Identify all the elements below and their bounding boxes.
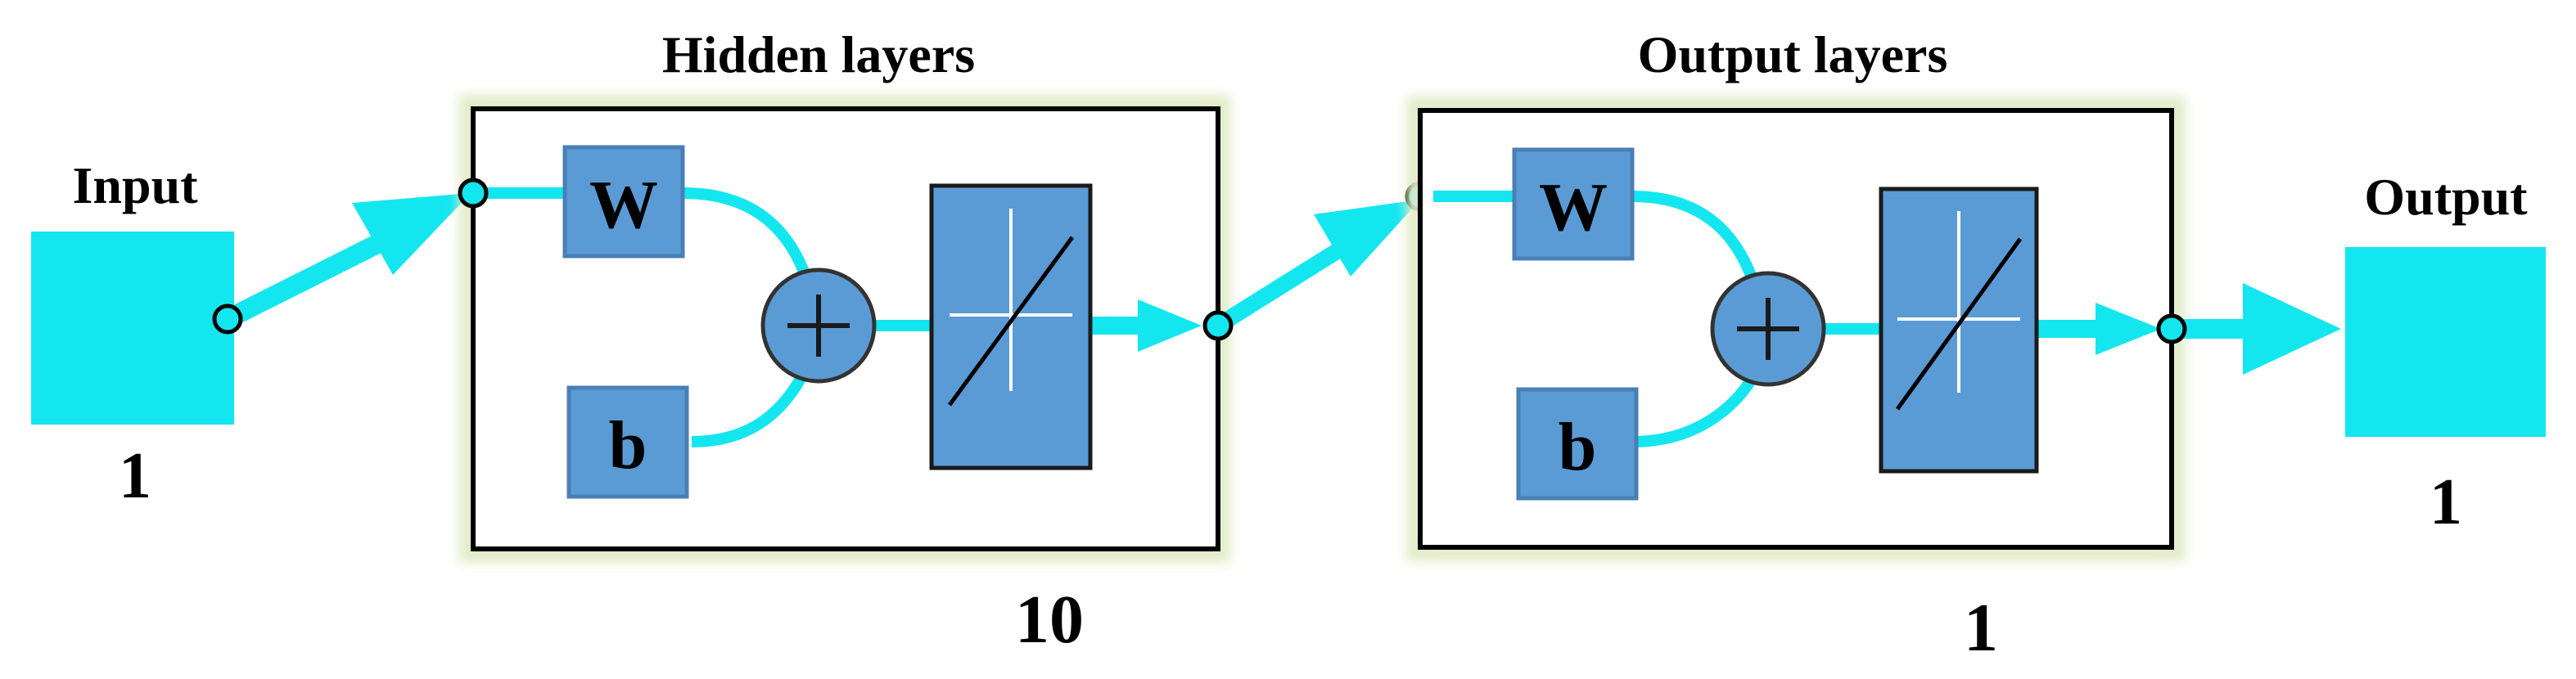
input-label: Input (73, 156, 199, 214)
output-layer-size: 1 (1964, 590, 1998, 666)
hidden-bias-wire (691, 365, 812, 447)
output-weight-label: W (1539, 169, 1608, 245)
output-block (2345, 247, 2546, 437)
hidden-weight-label: W (589, 167, 658, 243)
arrowhead-input-hidden (352, 193, 471, 275)
output-layer-title: Output layers (1638, 25, 1948, 83)
output-layer-arrowhead (2096, 303, 2161, 355)
hidden-weight-block: W (562, 145, 685, 259)
output-bias-block: b (1516, 387, 1639, 501)
hidden-bias-label: b (609, 407, 647, 483)
hidden-layer-size: 10 (1015, 582, 1084, 658)
output-activation-icon (1879, 187, 2039, 474)
output-size: 1 (2429, 466, 2462, 538)
hidden-output-arrowhead (1138, 299, 1202, 352)
hidden-weight-wire (473, 187, 812, 281)
input-size: 1 (119, 440, 151, 512)
hidden-output-port-node (1202, 310, 1234, 341)
hidden-activation-icon (929, 183, 1093, 470)
hidden-layer-internals (473, 187, 1202, 447)
output-weight-block: W (1512, 147, 1635, 261)
hidden-input-port-node (458, 178, 489, 209)
input-block (31, 232, 234, 425)
output-layer-internals (1433, 191, 2161, 447)
hidden-sum-icon (760, 268, 877, 384)
input-port-node (212, 304, 243, 335)
output-bias-wire (1631, 373, 1759, 447)
output-label: Output (2364, 168, 2528, 226)
arrowhead-output (2243, 283, 2341, 375)
output-sum-icon (1710, 271, 1826, 387)
hidden-bias-block: b (566, 385, 689, 499)
arrowhead-hidden-output (1314, 200, 1420, 277)
output-weight-wire (1433, 191, 1759, 285)
hidden-layer-title: Hidden layers (662, 25, 975, 83)
output-bias-label: b (1559, 409, 1597, 485)
output-layer-output-port-node (2156, 313, 2187, 344)
